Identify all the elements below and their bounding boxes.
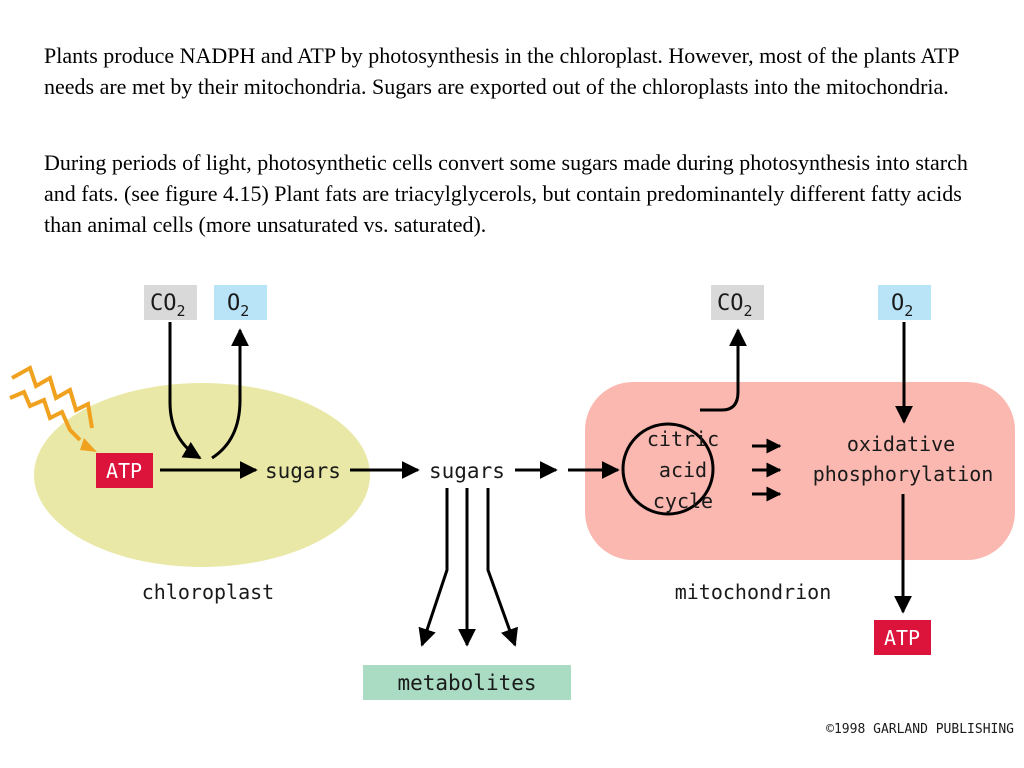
o2-out-arrow: [211, 328, 249, 460]
citric-acid-cycle-circle: [621, 422, 715, 516]
atp-box-mitochondrion: ATP: [874, 620, 931, 655]
metabolites-box: metabolites: [363, 665, 571, 700]
oxphos-line-1: oxidative: [847, 432, 955, 456]
oxphos-line-2: phosphorylation: [813, 462, 994, 486]
co2-input-box: CO2: [144, 285, 197, 320]
metabolites-arrow-right: [486, 488, 518, 647]
svg-text:ATP: ATP: [884, 626, 920, 650]
svg-text:O2: O2: [227, 291, 249, 320]
mitochondrion-shape: [585, 382, 1015, 560]
mitochondrion-label: mitochondrion: [675, 580, 832, 604]
chloroplast-shape: [34, 383, 370, 567]
svg-text:CO2: CO2: [150, 291, 186, 320]
cycle-line-2: acid: [659, 458, 707, 482]
svg-text:CO2: CO2: [717, 291, 753, 320]
svg-text:ATP: ATP: [106, 459, 142, 483]
co2-in-arrow: [168, 322, 202, 460]
metabolites-arrow-left: [418, 488, 449, 647]
paragraph-1: Plants produce NADPH and ATP by photosyn…: [44, 43, 959, 99]
atp-box-chloroplast: ATP: [96, 453, 153, 488]
co2-output-box: CO2: [711, 285, 764, 320]
mito-co2-out-arrow: [700, 328, 747, 412]
cytosol-sugars-label: sugars: [429, 459, 505, 483]
svg-text:metabolites: metabolites: [397, 671, 536, 695]
chloroplast-sugars-label: sugars: [265, 459, 341, 483]
svg-text:O2: O2: [891, 291, 913, 320]
o2-output-box: O2: [214, 285, 267, 320]
paragraph-2: During periods of light, photosynthetic …: [44, 150, 968, 237]
o2-input-box: O2: [878, 285, 931, 320]
copyright-text: ©1998 GARLAND PUBLISHING: [826, 722, 1014, 737]
cycle-line-1: citric: [647, 427, 719, 451]
cycle-line-3: cycle: [653, 489, 713, 513]
light-icon: [9, 365, 97, 452]
chloroplast-label: chloroplast: [142, 580, 274, 604]
